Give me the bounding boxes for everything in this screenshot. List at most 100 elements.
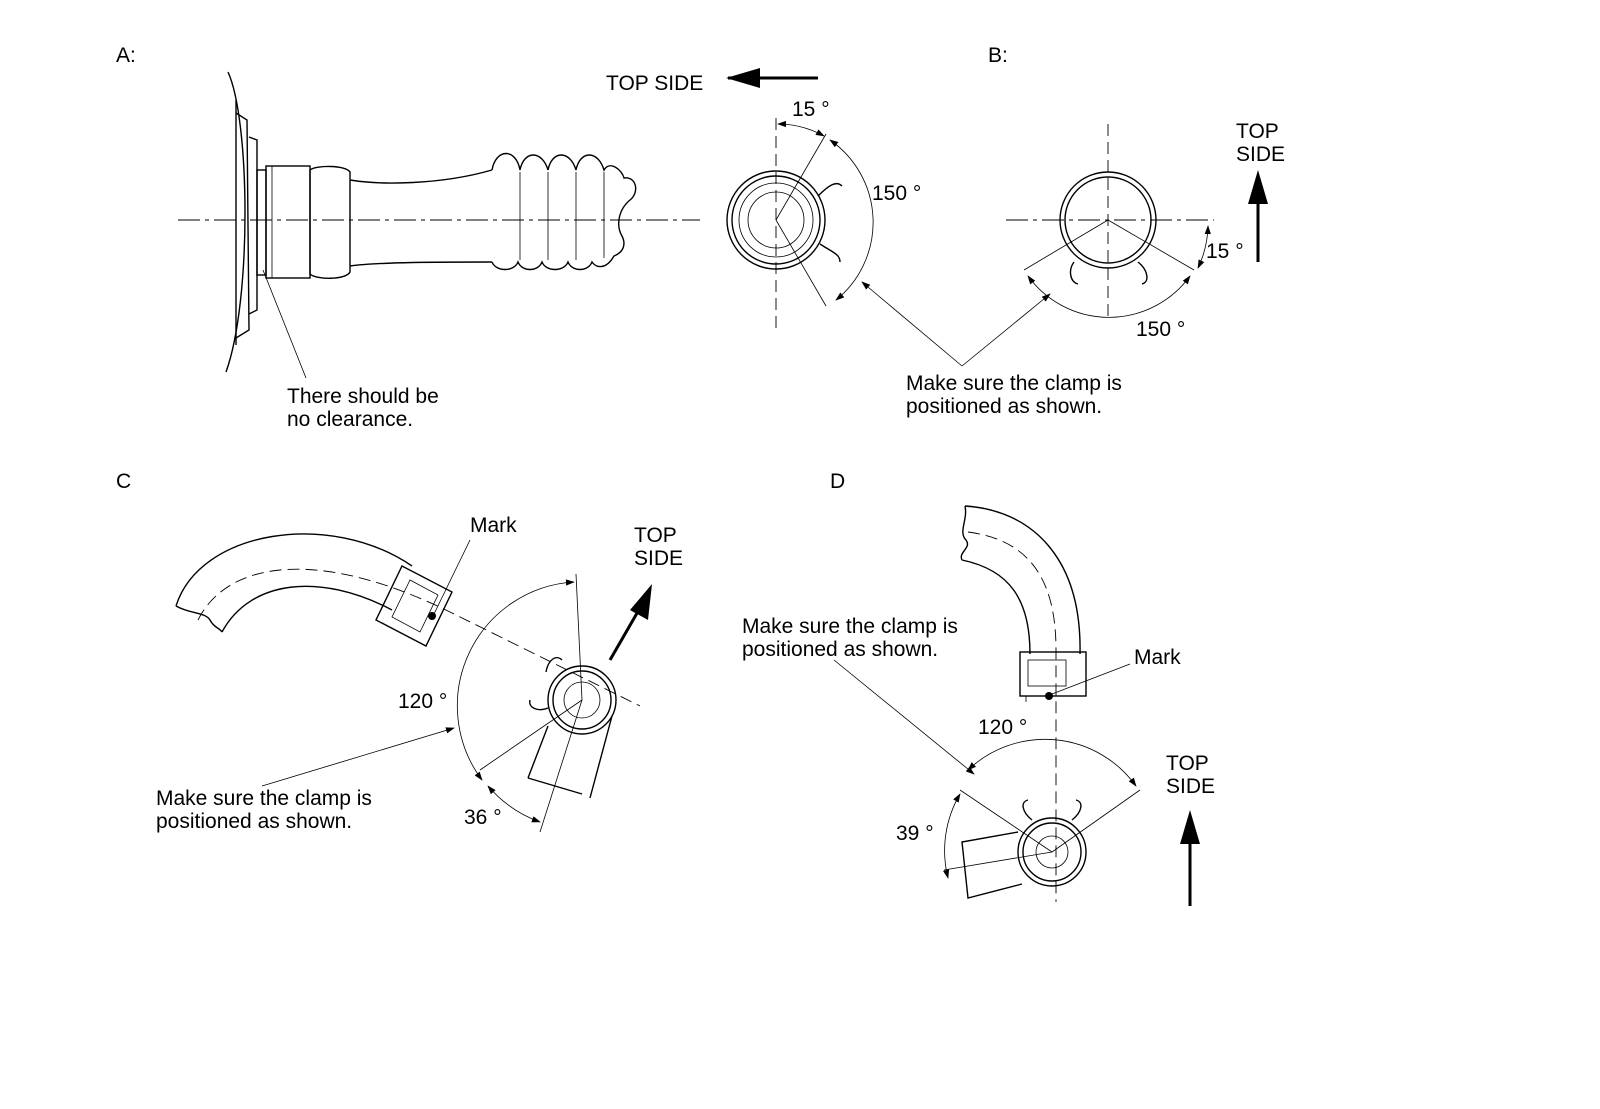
hose-top-edge: [349, 169, 493, 184]
panel-d-label: D: [830, 470, 845, 493]
mark-dot-d: [1045, 692, 1053, 700]
clamp-ears-b: [1069, 261, 1148, 285]
hose-ring-b-inner: [1064, 176, 1152, 264]
clamp-note-d-line2: positioned as shown.: [742, 638, 938, 661]
mark-leader-d: [1051, 663, 1131, 695]
top-side-arrowhead-a: [726, 68, 760, 88]
ref-line-d3: [943, 851, 1053, 871]
ref-line-d2: [959, 789, 1053, 853]
panel-a: A: There should be no clearance. TOP SID…: [116, 44, 818, 431]
curved-hose-d-inner: [961, 559, 1031, 655]
ref-line-c1: [575, 573, 583, 701]
mark-label-c: Mark: [470, 514, 517, 537]
ref-line-c2: [479, 699, 583, 771]
angle-label-39-d: 39 °: [896, 822, 934, 845]
clamp-ears-a: [817, 182, 843, 263]
hose-ring-inner: [738, 182, 814, 258]
top-label-c: TOP: [634, 524, 677, 547]
hose-centerline-c: [197, 568, 641, 707]
curved-hose-c-inner: [221, 585, 393, 633]
side-label-d: SIDE: [1166, 775, 1215, 798]
top-side-arrowhead-b: [1248, 170, 1268, 204]
top-side-arrowhead-c: [630, 584, 652, 620]
curved-hose-d-outer: [964, 505, 1081, 655]
ref-line-a2: [775, 219, 827, 307]
hose-bore-d: [1035, 835, 1069, 869]
hose-bore: [747, 191, 805, 249]
angle-arc-15-b: [1197, 225, 1211, 269]
clamp-note-c-line2: positioned as shown.: [156, 810, 352, 833]
hose-cut-end-c: [175, 605, 223, 633]
clamp-band-c-window: [391, 579, 439, 633]
grommet-inner: [248, 136, 258, 315]
clamp-band-c: [375, 565, 453, 647]
panel-c: C Mark 120 ° 36 ° TOP SIDE Make sure the…: [116, 470, 683, 833]
panel-b-label: B:: [988, 44, 1008, 67]
hose-cuff: [309, 165, 351, 279]
hose-ring-d-outer: [1017, 817, 1087, 887]
branch-tube-d: [961, 831, 1023, 899]
angle-arc-120-d: [967, 738, 1137, 787]
hose-ring-b-outer: [1059, 171, 1157, 269]
clamp-note-b-line2: positioned as shown.: [906, 395, 1102, 418]
top-label-d: TOP: [1166, 752, 1209, 775]
side-label-c: SIDE: [634, 547, 683, 570]
angle-arc-15-a: [777, 120, 825, 137]
clamp-band-d-window: [1027, 659, 1067, 687]
clamp-note-b-line1: Make sure the clamp is: [906, 372, 1122, 395]
angle-label-120-c: 120 °: [398, 690, 447, 713]
angle-label-15-a: 15 °: [792, 98, 830, 121]
clearance-leader: [262, 269, 307, 379]
clamp-note-c-line1: Make sure the clamp is: [156, 787, 372, 810]
panel-b: B: 15 ° 150 ° TOP SIDE Make sure the cla…: [861, 44, 1285, 418]
hose-bottom-edge: [349, 261, 493, 267]
mark-leader-c: [433, 539, 471, 615]
angle-arc-36-c: [487, 785, 541, 823]
top-side-arrow-c: [608, 607, 642, 661]
angle-arc-39-d: [942, 793, 961, 879]
clearance-note-line2: no clearance.: [287, 408, 413, 431]
ref-line-d1: [1051, 789, 1141, 853]
hose-cut-end-d: [960, 505, 969, 561]
hose-centerline-d: [967, 531, 1057, 902]
angle-label-150-b: 150 °: [1136, 318, 1185, 341]
clamp-note-leader-a: [861, 281, 963, 367]
clearance-note-line1: There should be: [287, 385, 439, 408]
mark-label-d: Mark: [1134, 646, 1181, 669]
ref-line-b2: [1107, 219, 1195, 271]
angle-arc-150-b: [1027, 275, 1191, 318]
wall-outline: [225, 71, 246, 373]
clamp-note-leader-d: [833, 659, 975, 775]
clamp-note-d-line1: Make sure the clamp is: [742, 615, 958, 638]
curved-hose-c-outer: [175, 533, 413, 607]
panel-a-label: A:: [116, 44, 136, 67]
hose-ring-d-inner: [1022, 822, 1082, 882]
ref-line-b1: [1023, 219, 1109, 271]
angle-arc-120-c: [456, 579, 575, 781]
top-side-label-a: TOP SIDE: [606, 72, 703, 95]
clamp-note-leader-c: [261, 727, 455, 787]
hose-ring-outer: [726, 170, 826, 270]
angle-arc-150-a: [829, 139, 874, 301]
panel-c-label: C: [116, 470, 131, 493]
grommet-outer: [235, 112, 250, 339]
top-side-arrowhead-d: [1180, 810, 1200, 844]
angle-label-120-d: 120 °: [978, 716, 1027, 739]
angle-label-36-c: 36 °: [464, 806, 502, 829]
angle-label-150-a: 150 °: [872, 182, 921, 205]
clamp-note-leader-b: [961, 293, 1051, 367]
clamp-ears-d: [1022, 799, 1082, 821]
end-view-a: 15 ° 150 °: [726, 98, 921, 330]
clamp-band-d: [1019, 651, 1087, 697]
bellows-outline: [491, 153, 637, 271]
clamp-band-a: [265, 165, 311, 279]
side-label-b: SIDE: [1236, 143, 1285, 166]
collar-ring: [256, 169, 267, 276]
top-label-b: TOP: [1236, 120, 1279, 143]
angle-label-15-b: 15 °: [1206, 240, 1244, 263]
hose-ring-band: [731, 175, 821, 265]
panel-d: D Mark 120 ° 39 ° TOP SIDE Make sure the…: [742, 470, 1215, 906]
ref-line-a1: [775, 133, 827, 221]
